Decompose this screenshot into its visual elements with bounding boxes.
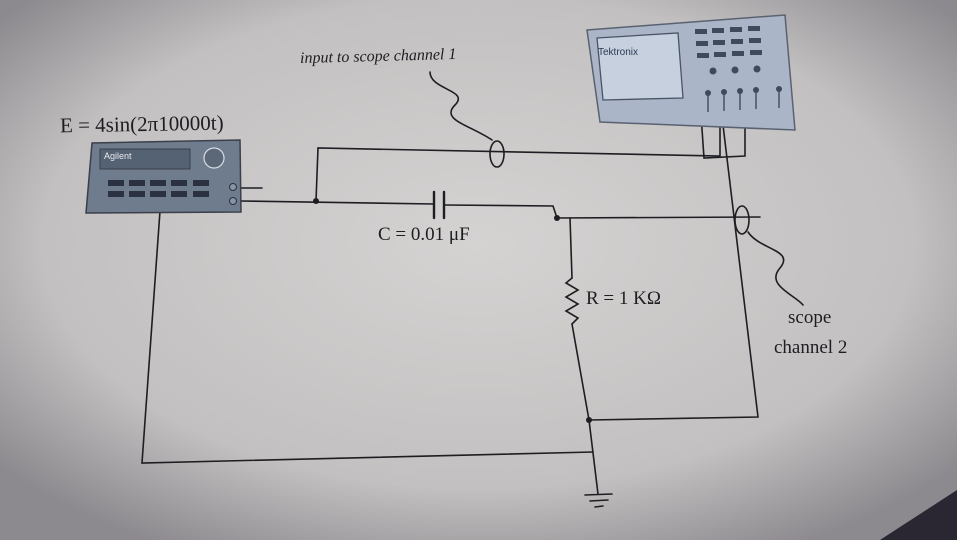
- generator-display: [99, 148, 191, 170]
- generator-output-jack-2: [229, 197, 237, 205]
- scope-channel-2-label-line2: channel 2: [774, 337, 848, 358]
- function-generator: [85, 139, 242, 214]
- leader-scope-ch2: [747, 231, 804, 306]
- junction-ground: [586, 417, 592, 423]
- source-equation-label: E = 4sin(2π10000t): [59, 110, 224, 138]
- scope-channel-2-label-line1: scope: [788, 307, 832, 328]
- leader-input-ch1: [429, 71, 493, 141]
- capacitor-label: C = 0.01 μF: [378, 224, 470, 245]
- ground-line-2: [589, 499, 609, 502]
- scope-probe-terminals: [707, 89, 780, 112]
- ground-line-3: [594, 505, 604, 508]
- scope-buttons: [695, 26, 762, 58]
- wire-gen-to-cap: [239, 200, 435, 205]
- wire-scope-lead: [699, 99, 746, 159]
- generator-output-jack-1: [229, 183, 237, 191]
- wire-scope-ch1: [315, 99, 721, 202]
- ground-line-1: [584, 493, 613, 496]
- resistor: [564, 277, 580, 325]
- junction-left: [313, 198, 319, 204]
- wire-to-ground-symbol: [588, 419, 599, 495]
- wire-cap-to-node: [443, 204, 558, 219]
- function-generator-brand: Agilent: [104, 151, 132, 161]
- paper-edge-shadow: [880, 490, 957, 540]
- probe-ch2-connector: [734, 205, 750, 235]
- junction-right: [554, 215, 560, 221]
- generator-knob: [203, 147, 225, 169]
- probe-ch1-connector: [489, 140, 505, 168]
- wire-gen-ground: [141, 210, 594, 464]
- wire-resistor-to-ground: [571, 323, 590, 421]
- oscilloscope-brand: Tektronix: [598, 47, 639, 58]
- generator-keys: [108, 180, 209, 197]
- oscilloscope: [586, 14, 796, 131]
- scope-screen: [596, 32, 684, 101]
- resistor-label: R = 1 KΩ: [586, 288, 661, 309]
- wire-node-to-ch2: [556, 216, 761, 219]
- wire-ground-return: [588, 99, 759, 421]
- wire-node-to-resistor: [569, 217, 573, 279]
